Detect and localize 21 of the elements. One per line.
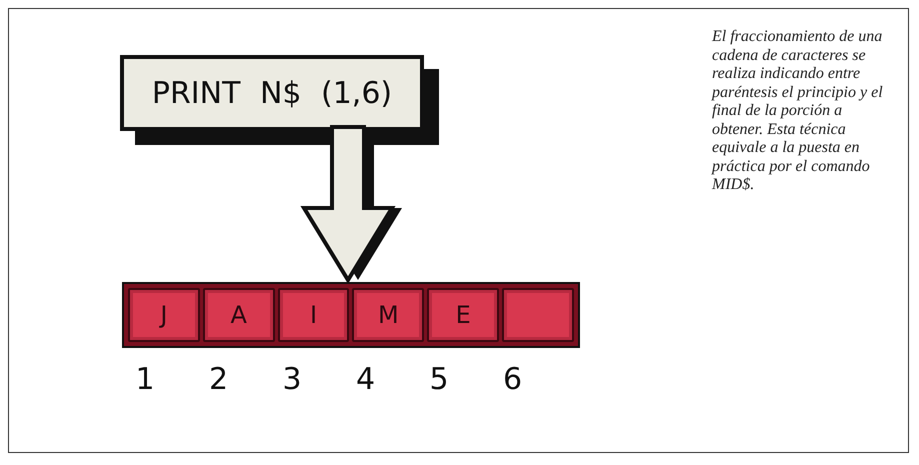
caption: El fraccionamiento de una cadena de caracteres se realiza indicando entre paréntesis el principio y el final de la porción a obtener. Esta técnica equivale a la puesta en práctica por el comando MID$. [712,28,884,194]
character-cell [502,288,574,342]
position-number: 4 [354,362,376,397]
position-number: 1 [134,362,156,397]
position-number: 6 [502,362,524,397]
character-letter: I [310,301,318,329]
position-number: 3 [281,362,303,397]
character-letter: J [160,301,168,329]
character-strip [122,282,580,348]
position-number: 2 [208,362,230,397]
character-letter: M [378,301,399,329]
block-arrow [300,125,402,284]
character-cell [352,288,424,342]
command-text: PRINT N$ (1,6) [152,76,392,110]
character-letter: E [456,301,471,329]
character-letter: A [230,301,247,329]
character-cell [202,288,275,342]
position-number: 5 [428,362,450,397]
character-cell [278,288,350,342]
character-cell [128,288,200,342]
character-cell [427,288,500,342]
